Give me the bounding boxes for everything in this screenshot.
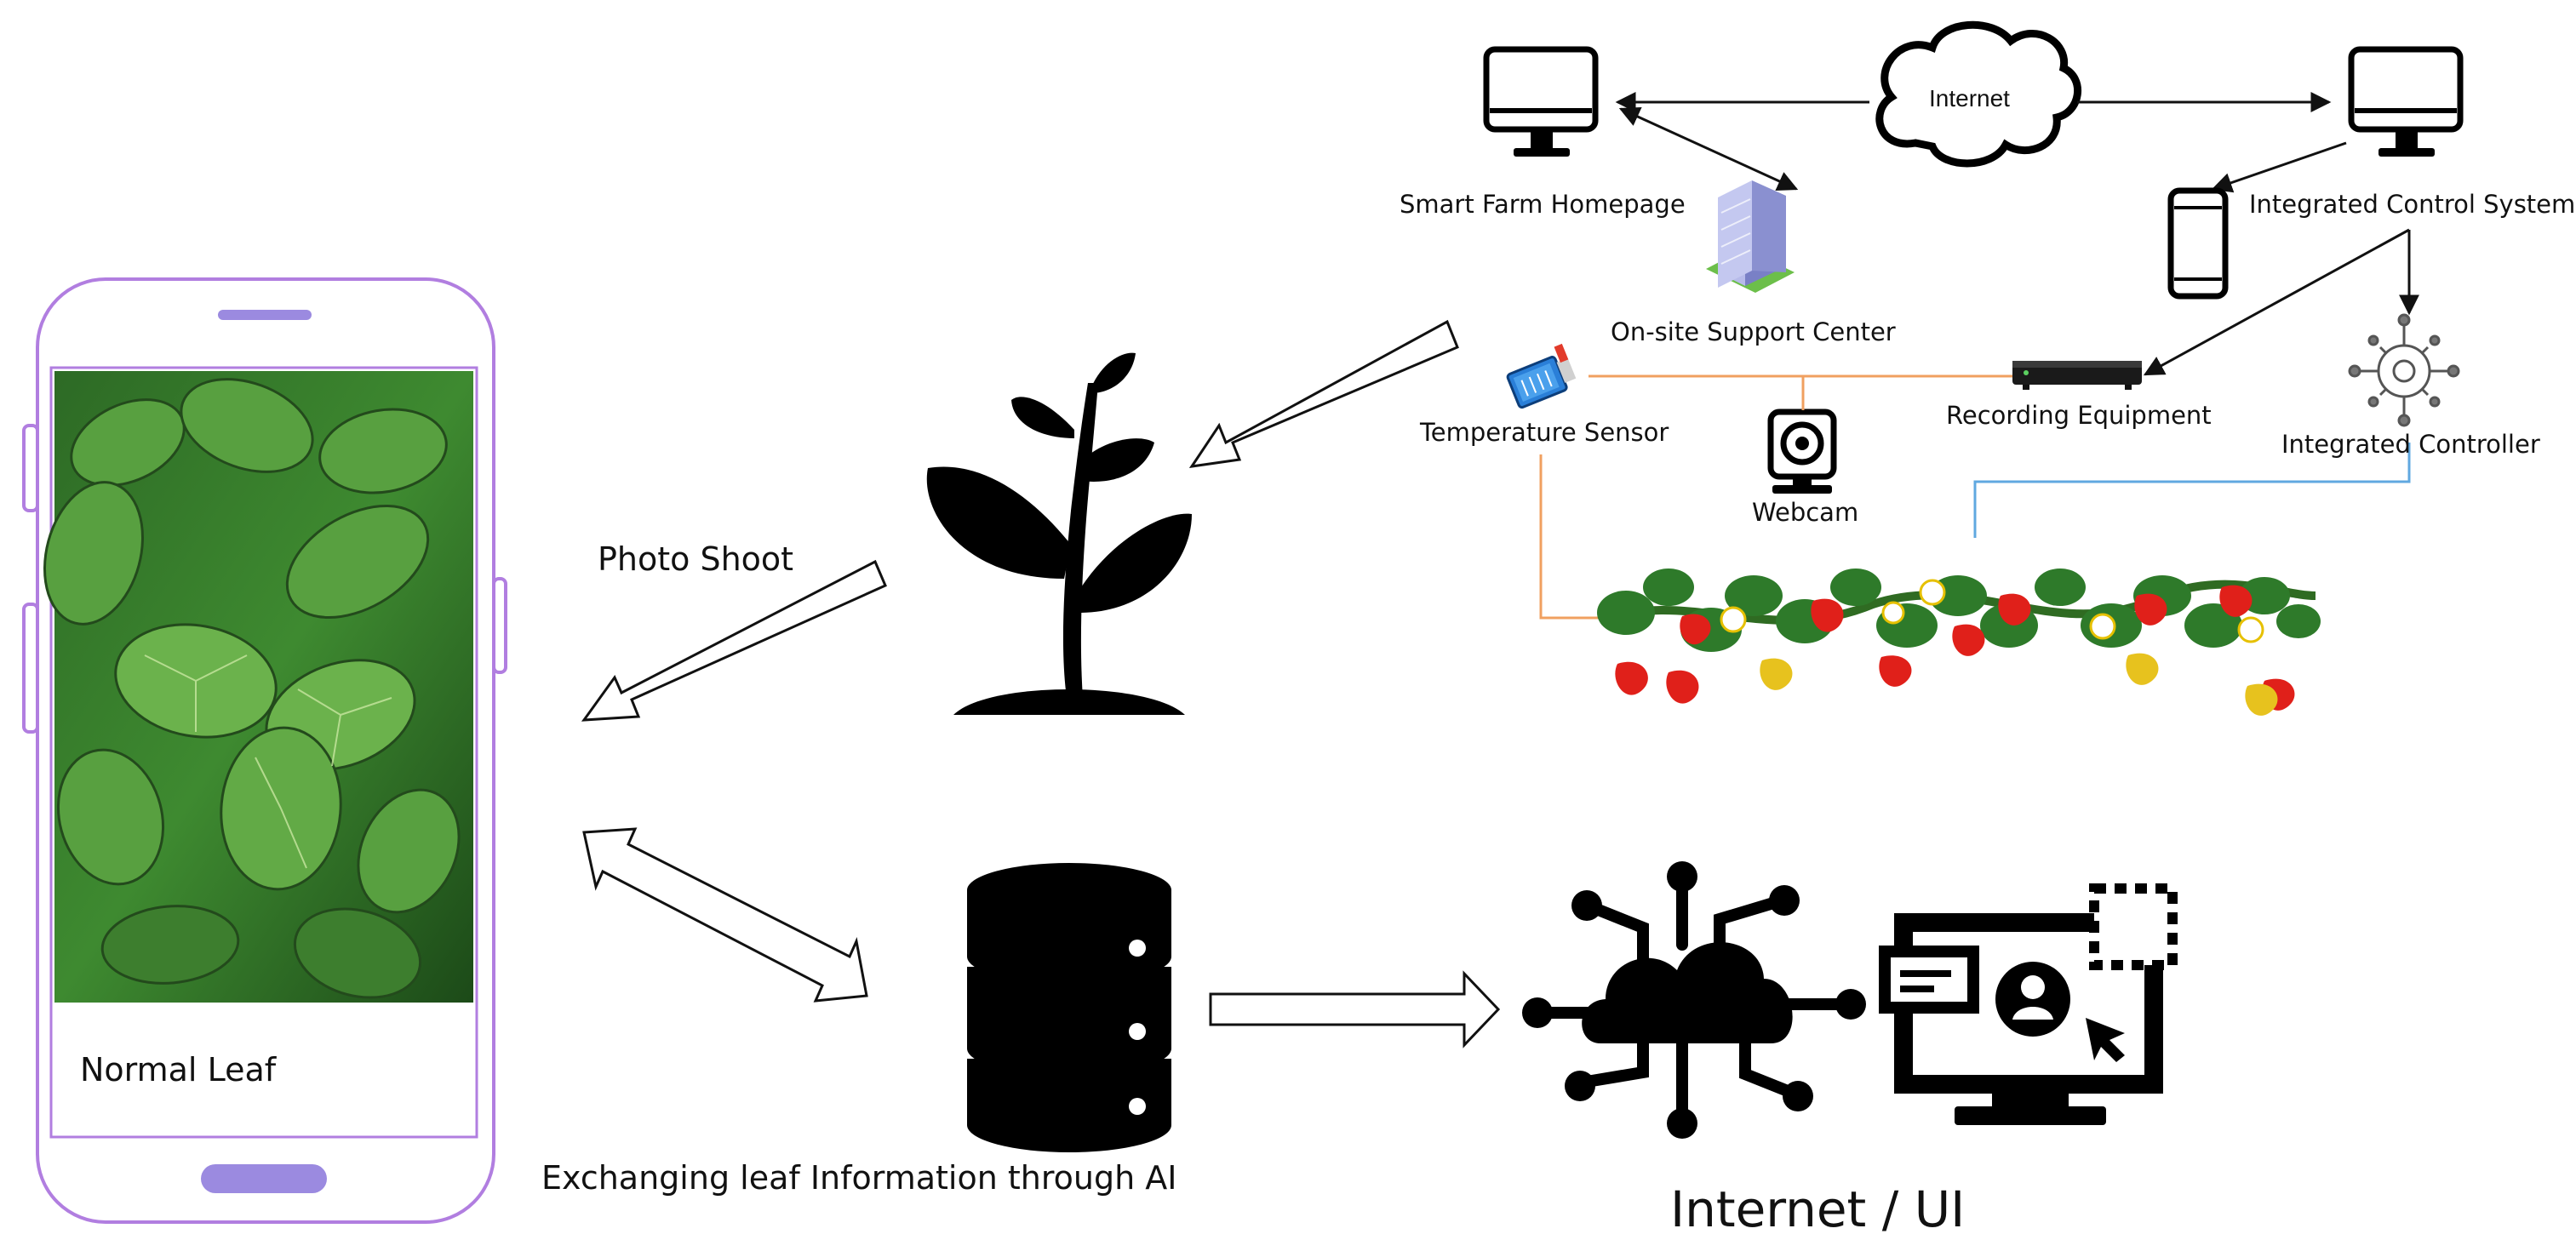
recording-equipment-label: Recording Equipment: [1946, 401, 2212, 430]
photo-shoot-label: Photo Shoot: [598, 540, 794, 578]
normal-leaf-label: Normal Leaf: [80, 1051, 277, 1088]
onsite-support-center-label: On-site Support Center: [1611, 317, 1896, 346]
integrated-control-system-label: Integrated Control System: [2249, 190, 2576, 219]
arrow-photo-shoot: [581, 559, 887, 722]
cloud-network-icon: [1522, 861, 1866, 1139]
smart-farm-homepage-label: Smart Farm Homepage: [1400, 190, 1686, 219]
integrated-controller-label: Integrated Controller: [2281, 430, 2540, 459]
sensor-wire: [1589, 374, 1805, 410]
wires: [1539, 374, 2411, 620]
strawberry-vine-icon: [1597, 569, 2321, 716]
arrow-phone-database: [582, 827, 868, 1003]
computer-user-icon: [1879, 883, 2178, 1125]
internet-ui-label: Internet / UI: [1670, 1180, 1966, 1238]
monitor-icon: [1483, 46, 1599, 157]
arrow-database-internet: [1209, 970, 1501, 1048]
database-icon: [967, 863, 1171, 1152]
controller-wire: [1973, 443, 2411, 538]
webcam-icon: [1767, 409, 1837, 494]
plant-icon: [926, 352, 1192, 715]
arrows: [581, 319, 1501, 1048]
mobile-icon: [2167, 187, 2229, 300]
sensor-icon: [1506, 343, 1577, 409]
temperature-sensor-label: Temperature Sensor: [1420, 418, 1669, 447]
network-links: [1615, 92, 2419, 376]
leaf-photo: [43, 371, 473, 1003]
gear-controller-icon: [2348, 313, 2460, 427]
webcam-label: Webcam: [1752, 498, 1859, 527]
exchanging-label: Exchanging leaf Information through AI: [541, 1159, 1177, 1197]
sensor-ground-wire: [1539, 454, 1600, 620]
monitor-icon: [2348, 46, 2464, 157]
internet-cloud-label: Internet: [1929, 85, 2010, 111]
arrow-to-plant: [1188, 319, 1459, 468]
cloud-icon: [1875, 20, 2081, 168]
recorder-icon: [2012, 361, 2142, 390]
building-icon: [1706, 180, 1795, 293]
